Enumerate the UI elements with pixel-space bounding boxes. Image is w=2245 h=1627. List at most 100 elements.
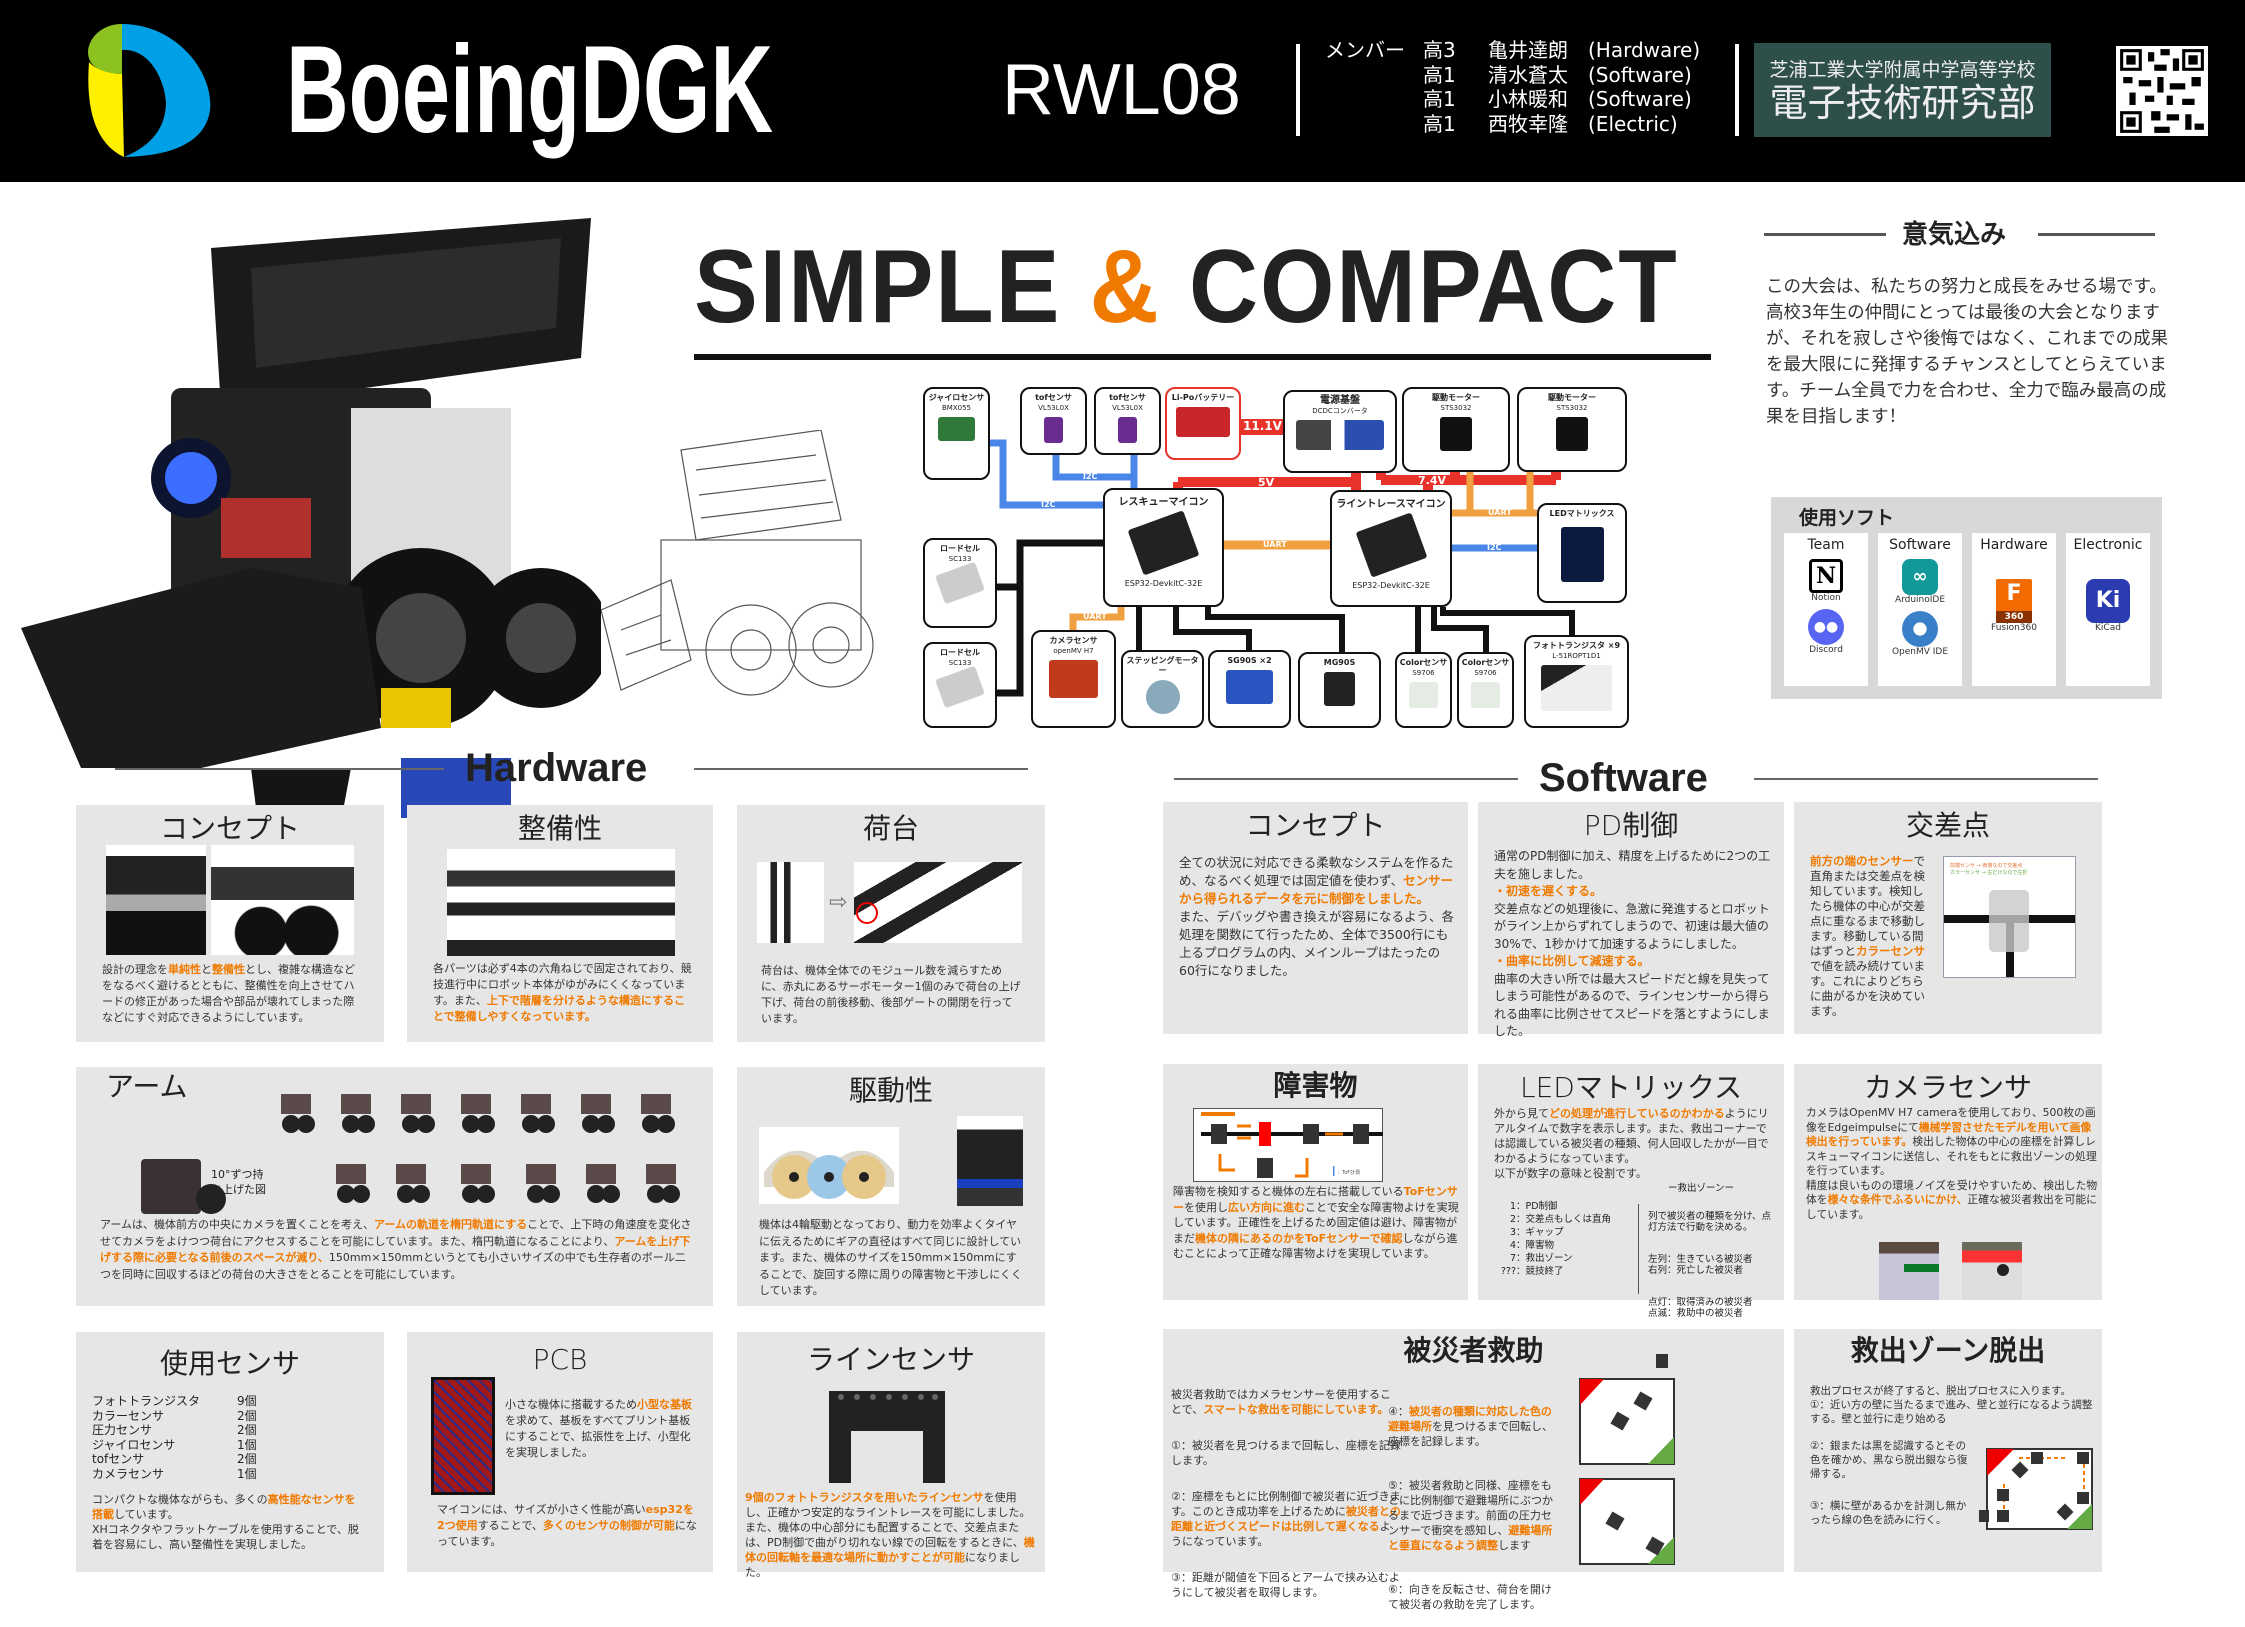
cargo-open-image bbox=[854, 862, 1022, 943]
body-text: 小さな機体に搭載するため bbox=[505, 1398, 637, 1411]
card-title: アーム bbox=[106, 1070, 188, 1103]
software-used-title: 使用ソフト bbox=[1799, 507, 1895, 529]
rescue-steps-left: 被災者救助ではカメラセンサーを使用することで、スマートな救出を可能にしています。… bbox=[1171, 1372, 1401, 1615]
escape-step: 救出プロセスが終了すると、脱出プロセスに入ります。 ①：近い方の壁に当たるまで進… bbox=[1810, 1385, 2093, 1425]
member-name: 清水蒼太 bbox=[1488, 62, 1568, 87]
robot-rear-image bbox=[957, 1116, 1023, 1206]
column-head: Team bbox=[1807, 537, 1845, 553]
robot-wireframe-image bbox=[601, 430, 874, 696]
member-name: 亀井達朗 bbox=[1488, 38, 1568, 62]
highlight-text: どの処理が進行しているのかわかる bbox=[1549, 1107, 1725, 1120]
divider bbox=[115, 768, 444, 770]
body-text: カメラはOpenMV H7 cameraを使用しており、500枚の画像をEdge… bbox=[1806, 1106, 2096, 1134]
title-compact: COMPACT bbox=[1189, 229, 1679, 345]
openmv-icon bbox=[1902, 611, 1938, 647]
body-text: また、デバッグや書き換えが容易になるよう、各処理を関数にて行ったため、全体で35… bbox=[1179, 909, 1455, 978]
divider bbox=[1735, 44, 1739, 136]
card-hw-arm: アーム 10°ずつ持ち上げた図 アームは、機体前方の中央にカメラを置くことを考え… bbox=[76, 1067, 713, 1306]
highlight-text: 小型な基板 bbox=[637, 1398, 692, 1411]
arm-sequence-image bbox=[141, 1094, 680, 1214]
body-text: ことで安全な障害物よけを実現しています。正確性を上げるため固定値は避け、障害物が… bbox=[1173, 1200, 1459, 1245]
body-text: 検出した物体の中心の座標を計算しレスキューマイコンに送信し、それをもとに救出ゾー… bbox=[1806, 1135, 2098, 1206]
school-name: 芝浦工業大学附属中学高等学校 bbox=[1769, 59, 2036, 81]
team-code: RWL08 bbox=[1002, 50, 1241, 130]
body-text: しながら進むことによって正確な障害物よけを実現しています。 bbox=[1173, 1231, 1458, 1261]
body-text: で値を読み続けています。これによりどちらに曲がるかを決めています。 bbox=[1810, 959, 1925, 1018]
highlight-text: アームを上げ下げする際に必要となる前後のスペースが減り、 bbox=[100, 1234, 691, 1265]
title-simple: SIMPLE bbox=[694, 229, 1062, 345]
motivation-text: この大会は、私たちの努力と成長をみせる場です。高校3年生の仲間にとっては最後の大… bbox=[1766, 277, 2169, 427]
column-head: Software bbox=[1889, 537, 1951, 553]
card-sw-intersection: 交差点 前方の端のセンサーで直角または交差点を検知しています。検知したら機体の中… bbox=[1794, 802, 2102, 1034]
brand-name: BoeingDGK bbox=[286, 21, 774, 159]
bus-label-i2c: I2C bbox=[1083, 472, 1098, 481]
card-hw-linesensor: ラインセンサ 9個のフォトトランジスタを用いたラインセンサを使用し、正確かつ安定… bbox=[737, 1332, 1045, 1579]
highlight-text: 被災者の種類に対応した色の避難場所 bbox=[1388, 1405, 1552, 1433]
fusion-badge: 360 bbox=[1996, 611, 2032, 623]
member-name: 西牧幸隆 bbox=[1488, 111, 1568, 136]
highlight-text: 単純性 bbox=[168, 963, 201, 976]
camera-sample-image bbox=[1879, 1242, 1939, 1300]
led-code-row: ???：競技終了 bbox=[1500, 1266, 1564, 1277]
led-code-row: 3：ギャップ bbox=[1509, 1227, 1564, 1238]
led-code-row: 7：救出ゾーン bbox=[1509, 1253, 1573, 1264]
bus-label-uart: UART bbox=[1083, 612, 1107, 621]
highlight-text: esp32を2つ使用 bbox=[437, 1503, 694, 1532]
member-role: (Software) bbox=[1588, 62, 1692, 87]
card-sw-concept: コンセプト 全ての状況に対応できる柔軟なシステムを作るため、なるべく処理では固定… bbox=[1163, 802, 1468, 1034]
rescue-step: 被災者救助ではカメラセンサーを使用することで、スマートな救出を可能にしています。 bbox=[1171, 1387, 1401, 1417]
card-body: マイコンには、サイズが小さく性能が高いesp32を2つ使用することで、多くのセン… bbox=[437, 1502, 697, 1550]
body-text: を求めて、基板をすべてプリント基板にすることで、拡張性を上げ、小型化を実現しまし… bbox=[505, 1414, 691, 1459]
cargo-closed-image bbox=[757, 862, 824, 943]
body-text: ①：被災者を見つけるまで回転し、座標を記録します。 bbox=[1171, 1439, 1401, 1467]
card-hw-maintainability: 整備性 各パーツは必ず4本の六角ねじで固定されており、競技進行中にロボット本体が… bbox=[407, 805, 713, 1042]
exploded-view-image bbox=[447, 849, 675, 956]
card-title: 救出ゾーン脱出 bbox=[1850, 1334, 2046, 1367]
body-text: と bbox=[201, 963, 212, 976]
arduino-icon: ∞ bbox=[1902, 559, 1938, 595]
highlight-text: 避難場所と垂直になるよう調整 bbox=[1388, 1524, 1553, 1552]
body-text: することで、 bbox=[477, 1519, 543, 1532]
node-led-matrix: LEDマトリックス bbox=[1537, 503, 1627, 603]
escape-zone-diagram bbox=[1979, 1448, 2093, 1530]
member-grade: 高3 bbox=[1423, 38, 1456, 62]
card-body: 9個のフォトトランジスタを用いたラインセンサを使用し、正確かつ安定的なライントレ… bbox=[745, 1490, 1035, 1580]
card-title: カメラセンサ bbox=[1863, 1071, 2032, 1104]
card-body: 荷台は、機体全体でのモジュール数を減らすために、赤丸にあるサーボモーター1個のみ… bbox=[761, 963, 1023, 1027]
software-column-software: Software ∞ ArduinoIDE OpenMV IDE bbox=[1878, 533, 1962, 686]
card-body: 設計の理念を単純性と整備性とし、複雑な構造などをなるべく避けるとともに、整備性を… bbox=[102, 962, 364, 1026]
led-code-list: 1：PD制御 2：交差点もしくは直角 3：ギャップ 4：障害物 7：救出ゾーン … bbox=[1496, 1200, 1611, 1278]
voltage-label-11v: 11.1V bbox=[1243, 419, 1282, 433]
member-grade: 高1 bbox=[1423, 87, 1456, 111]
member-grade: 高1 bbox=[1423, 62, 1456, 87]
divider bbox=[1174, 778, 1518, 780]
body-text: になりました。 bbox=[745, 1551, 1020, 1579]
highlight-text: スマートな救出を可能にしています。 bbox=[1203, 1403, 1389, 1416]
rescue-step: ②：座標をもとに比例制御で被災者に近づきます。このとき成功率を上げるために被災者… bbox=[1171, 1489, 1401, 1549]
divider bbox=[2038, 233, 2155, 236]
bus-label-uart: UART bbox=[1263, 540, 1287, 549]
led-code-row: 2：交差点もしくは直角 bbox=[1509, 1214, 1612, 1225]
body-text: とし、複雑な構造などをなるべく避けるとともに、整備性を向上させてハードの修正があ… bbox=[102, 963, 355, 1024]
rescue-steps-right: ④：被災者の種類に対応した色の避難場所を見つけるまで回転し、座標を記録します。 … bbox=[1388, 1389, 1553, 1627]
led-code-row: 1：PD制御 bbox=[1509, 1201, 1558, 1212]
card-title: 被災者救助 bbox=[1403, 1334, 1544, 1367]
card-sw-pd: PD制御 通常のPD制御に加え、精度を上げるために2つの工夫を施しました。 ・初… bbox=[1478, 802, 1784, 1038]
zone-legend-line: 左列：生きている被災者 右列：死亡した被災者 bbox=[1648, 1254, 1753, 1276]
card-body: 各パーツは必ず4本の六角ねじで固定されており、競技進行中にロボット本体がゆがみに… bbox=[433, 961, 695, 1025]
rescue-step: ①：被災者を見つけるまで回転し、座標を記録します。 bbox=[1171, 1438, 1401, 1468]
